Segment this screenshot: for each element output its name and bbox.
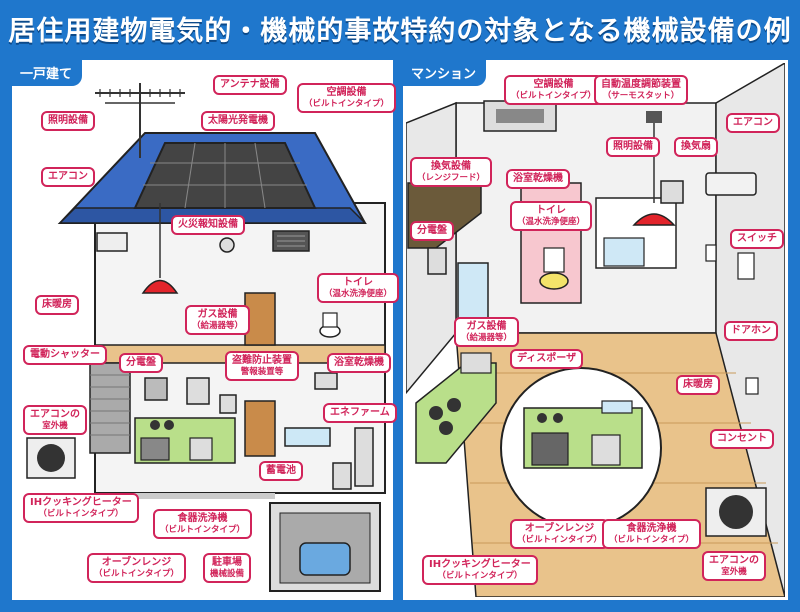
enefarm-icon bbox=[354, 427, 374, 487]
dishwasher-icon bbox=[591, 434, 621, 466]
security-device-icon bbox=[219, 394, 237, 414]
label-aircon-builtin-house: 空調設備（ビルトインタイプ） bbox=[297, 83, 397, 113]
label-panel-house: 分電盤 bbox=[119, 353, 163, 373]
label-bath-dryer-house: 浴室乾燥機 bbox=[327, 353, 391, 373]
house-panel: アンテナ設備 空調設備（ビルトインタイプ） 照明設備 太陽光発電機 エアコン 火… bbox=[12, 60, 400, 600]
vent-fan-icon bbox=[660, 180, 684, 204]
fire-alarm-icon bbox=[219, 237, 235, 253]
switch-icon bbox=[705, 244, 717, 262]
label-disposer: ディスポーザ bbox=[510, 349, 584, 369]
battery-icon bbox=[332, 462, 352, 490]
label-bath-dryer-mansion: 浴室乾燥機 bbox=[506, 169, 570, 189]
oven-icon bbox=[140, 437, 170, 461]
label-dishwasher-mansion: 食器洗浄機（ビルトインタイプ） bbox=[602, 519, 702, 549]
outlet-icon bbox=[745, 377, 759, 395]
shutter-icon bbox=[89, 362, 131, 454]
label-ih-mansion: IHクッキングヒーター（ビルトインタイプ） bbox=[422, 555, 538, 585]
distribution-panel-icon bbox=[144, 377, 168, 401]
fridge-icon bbox=[457, 262, 489, 324]
label-gas-mansion: ガス設備（給湯器等） bbox=[454, 317, 520, 347]
mansion-tag: マンション bbox=[403, 60, 487, 86]
water-heater-icon bbox=[186, 377, 210, 405]
label-enefarm: エネファーム bbox=[323, 403, 397, 423]
sink-icon bbox=[460, 352, 492, 374]
label-ih-house: IHクッキングヒーター（ビルトインタイプ） bbox=[23, 493, 139, 523]
bathtub-icon bbox=[284, 427, 331, 447]
label-solar: 太陽光発電機 bbox=[201, 111, 275, 131]
aircon-icon bbox=[96, 232, 128, 252]
oven-icon bbox=[531, 432, 569, 466]
label-lighting-house: 照明設備 bbox=[41, 111, 95, 131]
aircon-icon bbox=[705, 172, 757, 196]
label-lighting-mansion: 照明設備 bbox=[606, 137, 660, 157]
mansion-panel: 空調設備（ビルトインタイプ） 自動温度調節装置（サーモスタット） エアコン 照明… bbox=[403, 60, 788, 600]
label-outdoor-unit-mansion: エアコンの室外機 bbox=[702, 551, 766, 581]
label-dishwasher-house: 食器洗浄機（ビルトインタイプ） bbox=[153, 509, 253, 539]
intercom-icon bbox=[737, 252, 755, 280]
label-security: 盗難防止装置警報装置等 bbox=[225, 351, 299, 381]
label-battery: 蓄電池 bbox=[259, 461, 303, 481]
pendant-light-icon bbox=[632, 213, 676, 226]
house-tag: 一戸建て bbox=[12, 60, 83, 86]
label-toilet-mansion: トイレ（温水洗浄便座） bbox=[510, 201, 593, 231]
label-fire-alarm: 火災報知設備 bbox=[171, 215, 245, 235]
label-intercom: ドアホン bbox=[724, 321, 778, 341]
bath-dryer-icon bbox=[314, 372, 338, 390]
pendant-light-icon bbox=[141, 279, 179, 294]
car-icon bbox=[299, 542, 351, 576]
label-shutter: 電動シャッター bbox=[23, 345, 107, 365]
label-gas-house: ガス設備（給湯器等） bbox=[185, 305, 251, 335]
label-range-hood: 換気設備（レンジフード） bbox=[410, 157, 493, 187]
label-vent-fan: 換気扇 bbox=[674, 137, 718, 157]
label-switch: スイッチ bbox=[730, 229, 784, 249]
label-aircon-mansion: エアコン bbox=[726, 113, 780, 133]
dishwasher-icon bbox=[189, 437, 213, 461]
label-thermostat: 自動温度調節装置（サーモスタット） bbox=[594, 75, 688, 105]
label-toilet-house: トイレ（温水洗浄便座） bbox=[317, 273, 400, 303]
label-panel-mansion: 分電盤 bbox=[410, 221, 454, 241]
page-title: 居住用建物電気的・機械的事故特約の対象となる機械設備の例 bbox=[8, 15, 792, 47]
label-floor-heating-mansion: 床暖房 bbox=[676, 375, 720, 395]
label-outdoor-unit-house: エアコンの室外機 bbox=[23, 405, 87, 435]
label-oven-mansion: オーブンレンジ（ビルトインタイプ） bbox=[510, 519, 610, 549]
label-oven-house: オーブンレンジ（ビルトインタイプ） bbox=[87, 553, 187, 583]
label-floor-heating-house: 床暖房 bbox=[35, 295, 79, 315]
distribution-panel-icon bbox=[427, 247, 447, 275]
title-bar: 居住用建物電気的・機械的事故特約の対象となる機械設備の例 bbox=[0, 0, 800, 56]
label-aircon-builtin-mansion: 空調設備（ビルトインタイプ） bbox=[504, 75, 604, 105]
label-antenna: アンテナ設備 bbox=[213, 75, 287, 95]
label-outlet: コンセント bbox=[710, 429, 774, 449]
toilet-icon bbox=[539, 272, 569, 290]
label-parking: 駐車場機械設備 bbox=[203, 553, 252, 583]
label-aircon-house: エアコン bbox=[41, 167, 95, 187]
